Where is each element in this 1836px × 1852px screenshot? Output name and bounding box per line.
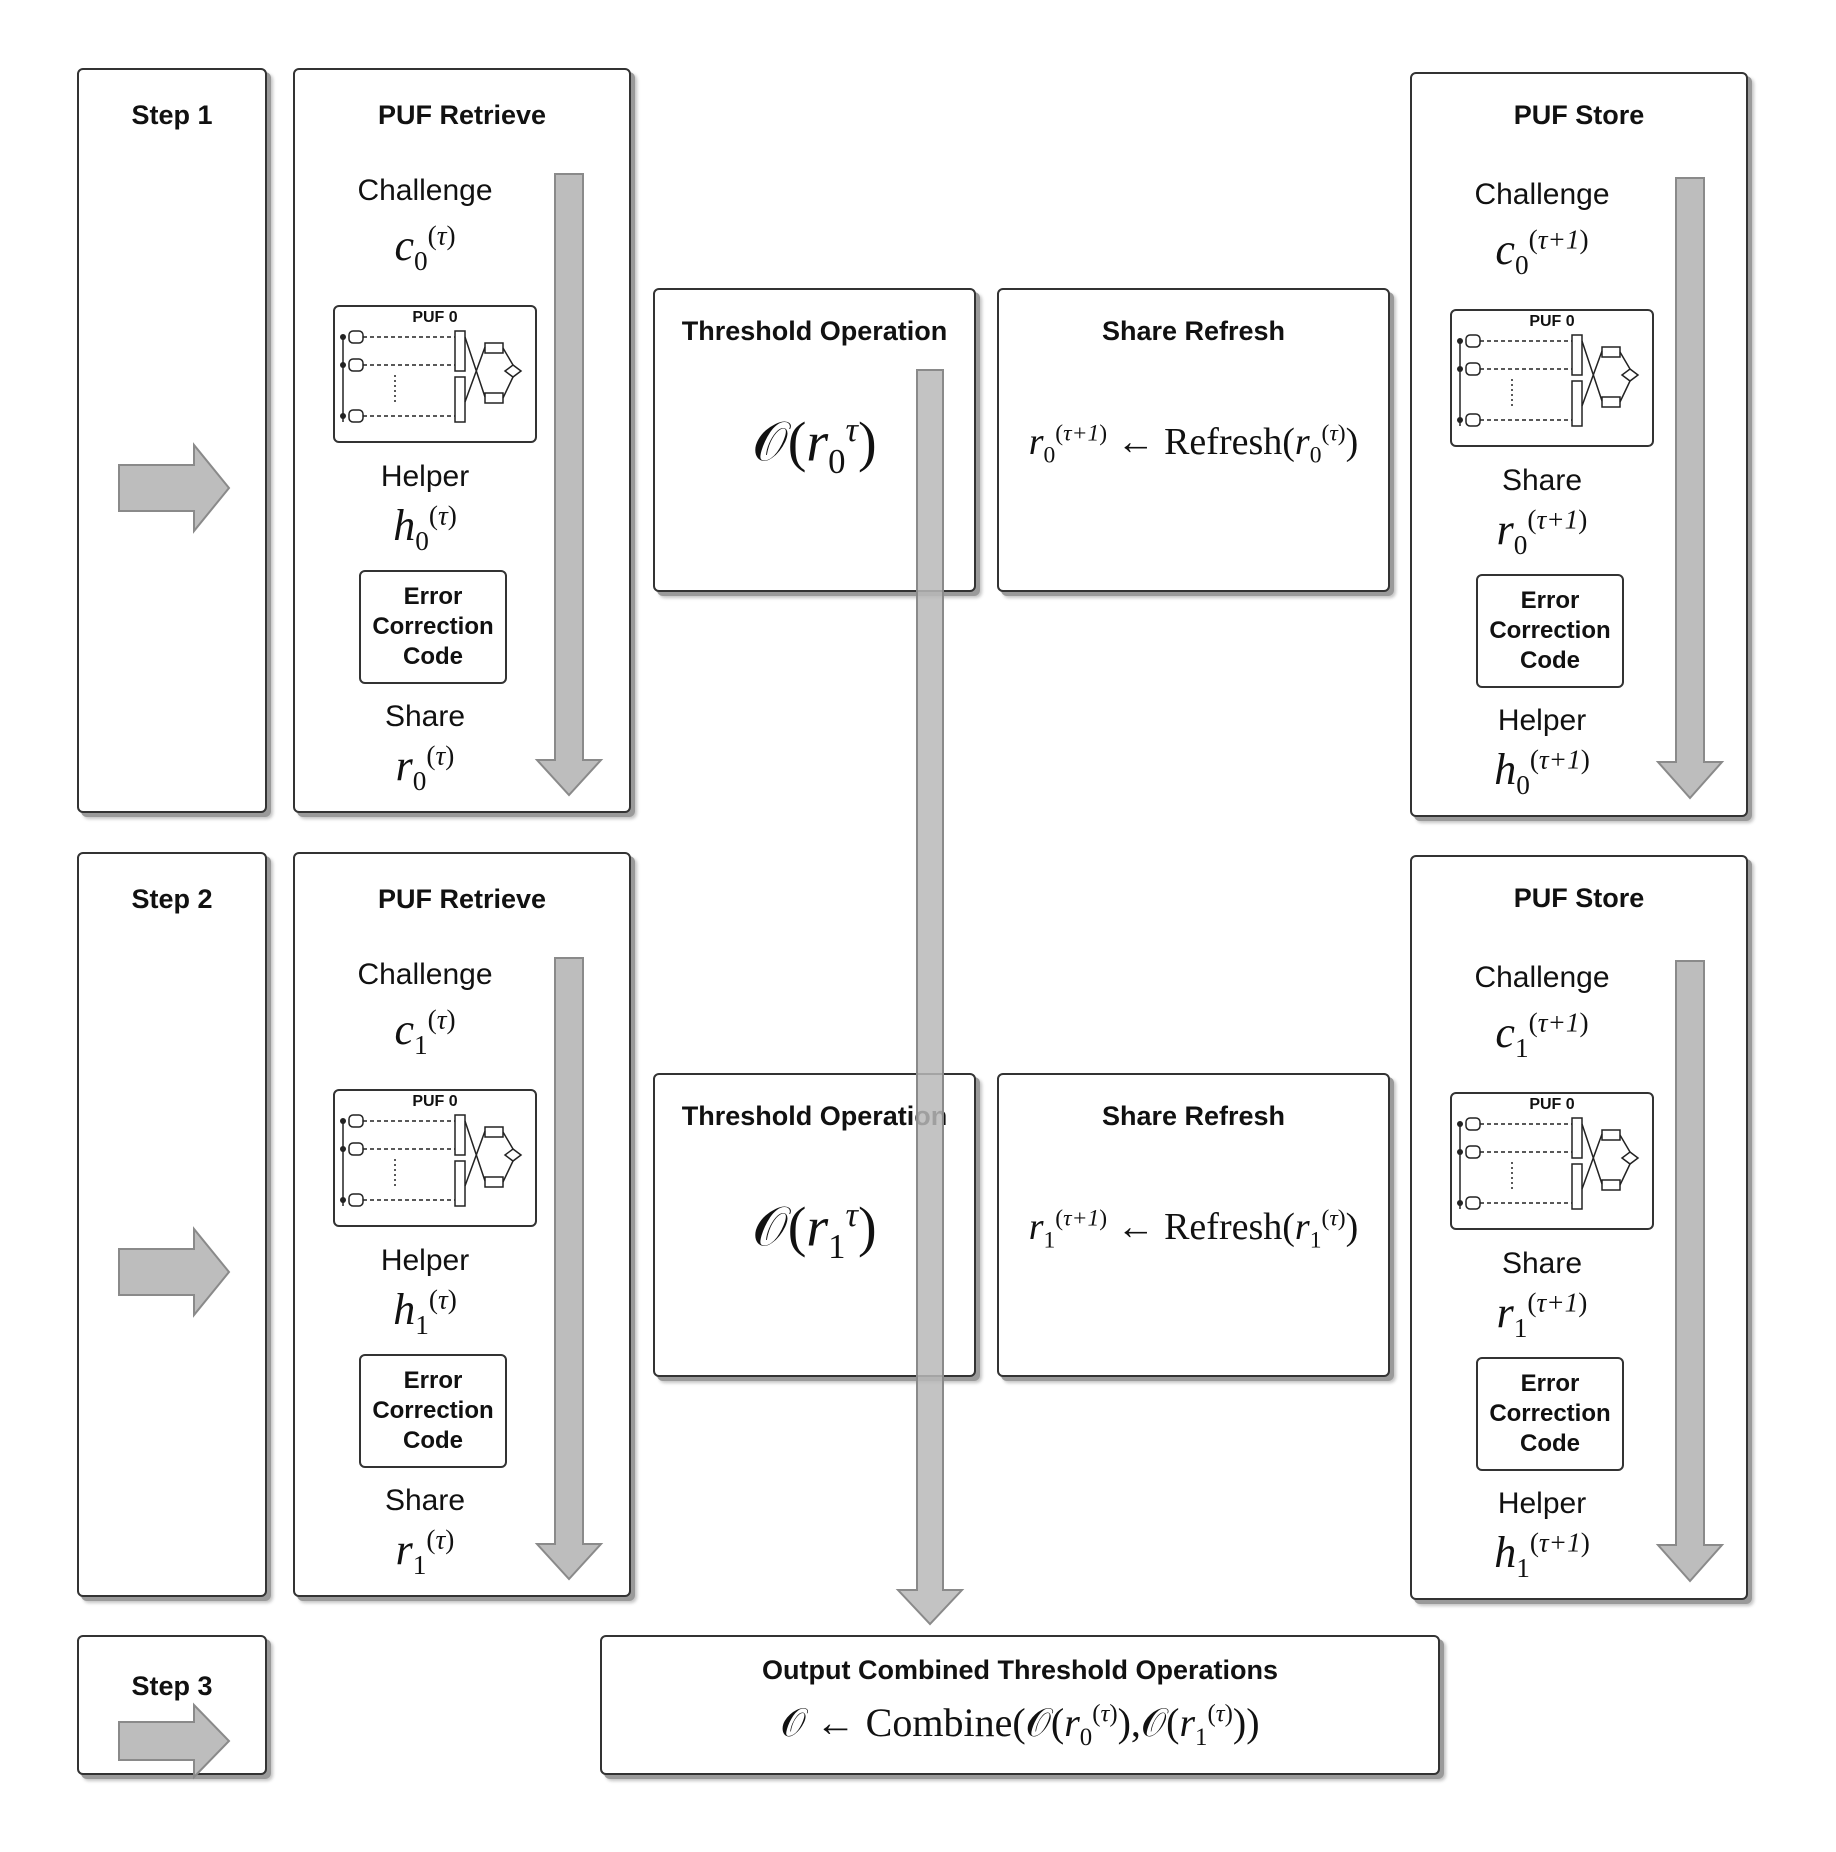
retrieve-0-helper-symbol: h0(τ) <box>335 500 515 557</box>
step-1-box: Step 1 <box>77 68 267 813</box>
puf-store-1-box: PUF Store Challenge c1(τ+1) PUF 0 Share … <box>1410 855 1748 1600</box>
output-combined-title: Output Combined Threshold Operations <box>602 1655 1438 1686</box>
retrieve-1-helper-label: Helper <box>335 1244 515 1278</box>
store-1-ecc-box: ErrorCorrectionCode <box>1476 1357 1624 1471</box>
store-1-share-label: Share <box>1452 1247 1632 1281</box>
threshold-op-0-box: Threshold Operation 𝒪(r0τ) <box>653 288 976 592</box>
retrieve-1-helper-symbol: h1(τ) <box>335 1284 515 1341</box>
store-1-helper-label: Helper <box>1452 1487 1632 1521</box>
step-3-arrow-icon <box>79 1637 269 1777</box>
store-0-helper-label: Helper <box>1452 704 1632 738</box>
threshold-op-1-box: Threshold Operation 𝒪(r1τ) <box>653 1073 976 1377</box>
retrieve-1-ecc-box: ErrorCorrectionCode <box>359 1354 507 1468</box>
step-2-box: Step 2 <box>77 852 267 1597</box>
puf-circuit-icon <box>335 307 539 445</box>
store-1-share-symbol: r1(τ+1) <box>1452 1287 1632 1344</box>
retrieve-1-share-label: Share <box>335 1484 515 1518</box>
share-refresh-0-title: Share Refresh <box>999 316 1388 347</box>
output-combined-box: Output Combined Threshold Operations 𝒪 ←… <box>600 1635 1440 1775</box>
retrieve-0-share-symbol: r0(τ) <box>335 740 515 797</box>
retrieve-1-share-symbol: r1(τ) <box>335 1524 515 1581</box>
puf-circuit-icon <box>1452 311 1656 449</box>
store-1-challenge-label: Challenge <box>1452 961 1632 995</box>
retrieve-0-share-label: Share <box>335 700 515 734</box>
output-combined-formula: 𝒪 ← Combine(𝒪(r0(τ)),𝒪(r1(τ))) <box>602 1699 1438 1752</box>
retrieve-1-puf-circuit: PUF 0 <box>333 1089 537 1227</box>
puf-circuit-icon <box>335 1091 539 1229</box>
puf-store-0-box: PUF Store Challenge c0(τ+1) PUF 0 Share … <box>1410 72 1748 817</box>
step-2-arrow-icon <box>79 854 269 1599</box>
store-0-share-symbol: r0(τ+1) <box>1452 504 1632 561</box>
store-0-challenge-label: Challenge <box>1452 178 1632 212</box>
store-0-puf-circuit: PUF 0 <box>1450 309 1654 447</box>
puf-circuit-icon <box>1452 1094 1656 1232</box>
share-refresh-0-box: Share Refresh r0(τ+1) ← Refresh(r0(τ)) <box>997 288 1390 592</box>
share-refresh-1-box: Share Refresh r1(τ+1) ← Refresh(r1(τ)) <box>997 1073 1390 1377</box>
retrieve-0-puf-circuit: PUF 0 <box>333 305 537 443</box>
store-1-puf-circuit: PUF 0 <box>1450 1092 1654 1230</box>
store-1-helper-symbol: h1(τ+1) <box>1452 1527 1632 1584</box>
puf-retrieve-0-box: PUF Retrieve Challenge c0(τ) PUF 0 Helpe… <box>293 68 631 813</box>
retrieve-0-challenge-symbol: c0(τ) <box>335 220 515 277</box>
puf-retrieve-1-box: PUF Retrieve Challenge c1(τ) PUF 0 Helpe… <box>293 852 631 1597</box>
step-3-box: Step 3 <box>77 1635 267 1775</box>
share-refresh-0-formula: r0(τ+1) ← Refresh(r0(τ)) <box>999 420 1388 470</box>
retrieve-0-helper-label: Helper <box>335 460 515 494</box>
share-refresh-1-formula: r1(τ+1) ← Refresh(r1(τ)) <box>999 1205 1388 1255</box>
retrieve-0-ecc-box: ErrorCorrectionCode <box>359 570 507 684</box>
store-1-challenge-symbol: c1(τ+1) <box>1452 1007 1632 1064</box>
retrieve-1-challenge-symbol: c1(τ) <box>335 1004 515 1061</box>
retrieve-0-challenge-label: Challenge <box>335 174 515 208</box>
share-refresh-1-title: Share Refresh <box>999 1101 1388 1132</box>
threshold-op-1-formula: 𝒪(r1τ) <box>655 1195 974 1267</box>
threshold-op-0-title: Threshold Operation <box>655 316 974 347</box>
store-0-helper-symbol: h0(τ+1) <box>1452 744 1632 801</box>
threshold-op-1-title: Threshold Operation <box>655 1101 974 1132</box>
store-0-ecc-box: ErrorCorrectionCode <box>1476 574 1624 688</box>
step-1-arrow-icon <box>79 70 269 815</box>
store-0-challenge-symbol: c0(τ+1) <box>1452 224 1632 281</box>
threshold-op-0-formula: 𝒪(r0τ) <box>655 410 974 482</box>
retrieve-1-challenge-label: Challenge <box>335 958 515 992</box>
store-0-share-label: Share <box>1452 464 1632 498</box>
